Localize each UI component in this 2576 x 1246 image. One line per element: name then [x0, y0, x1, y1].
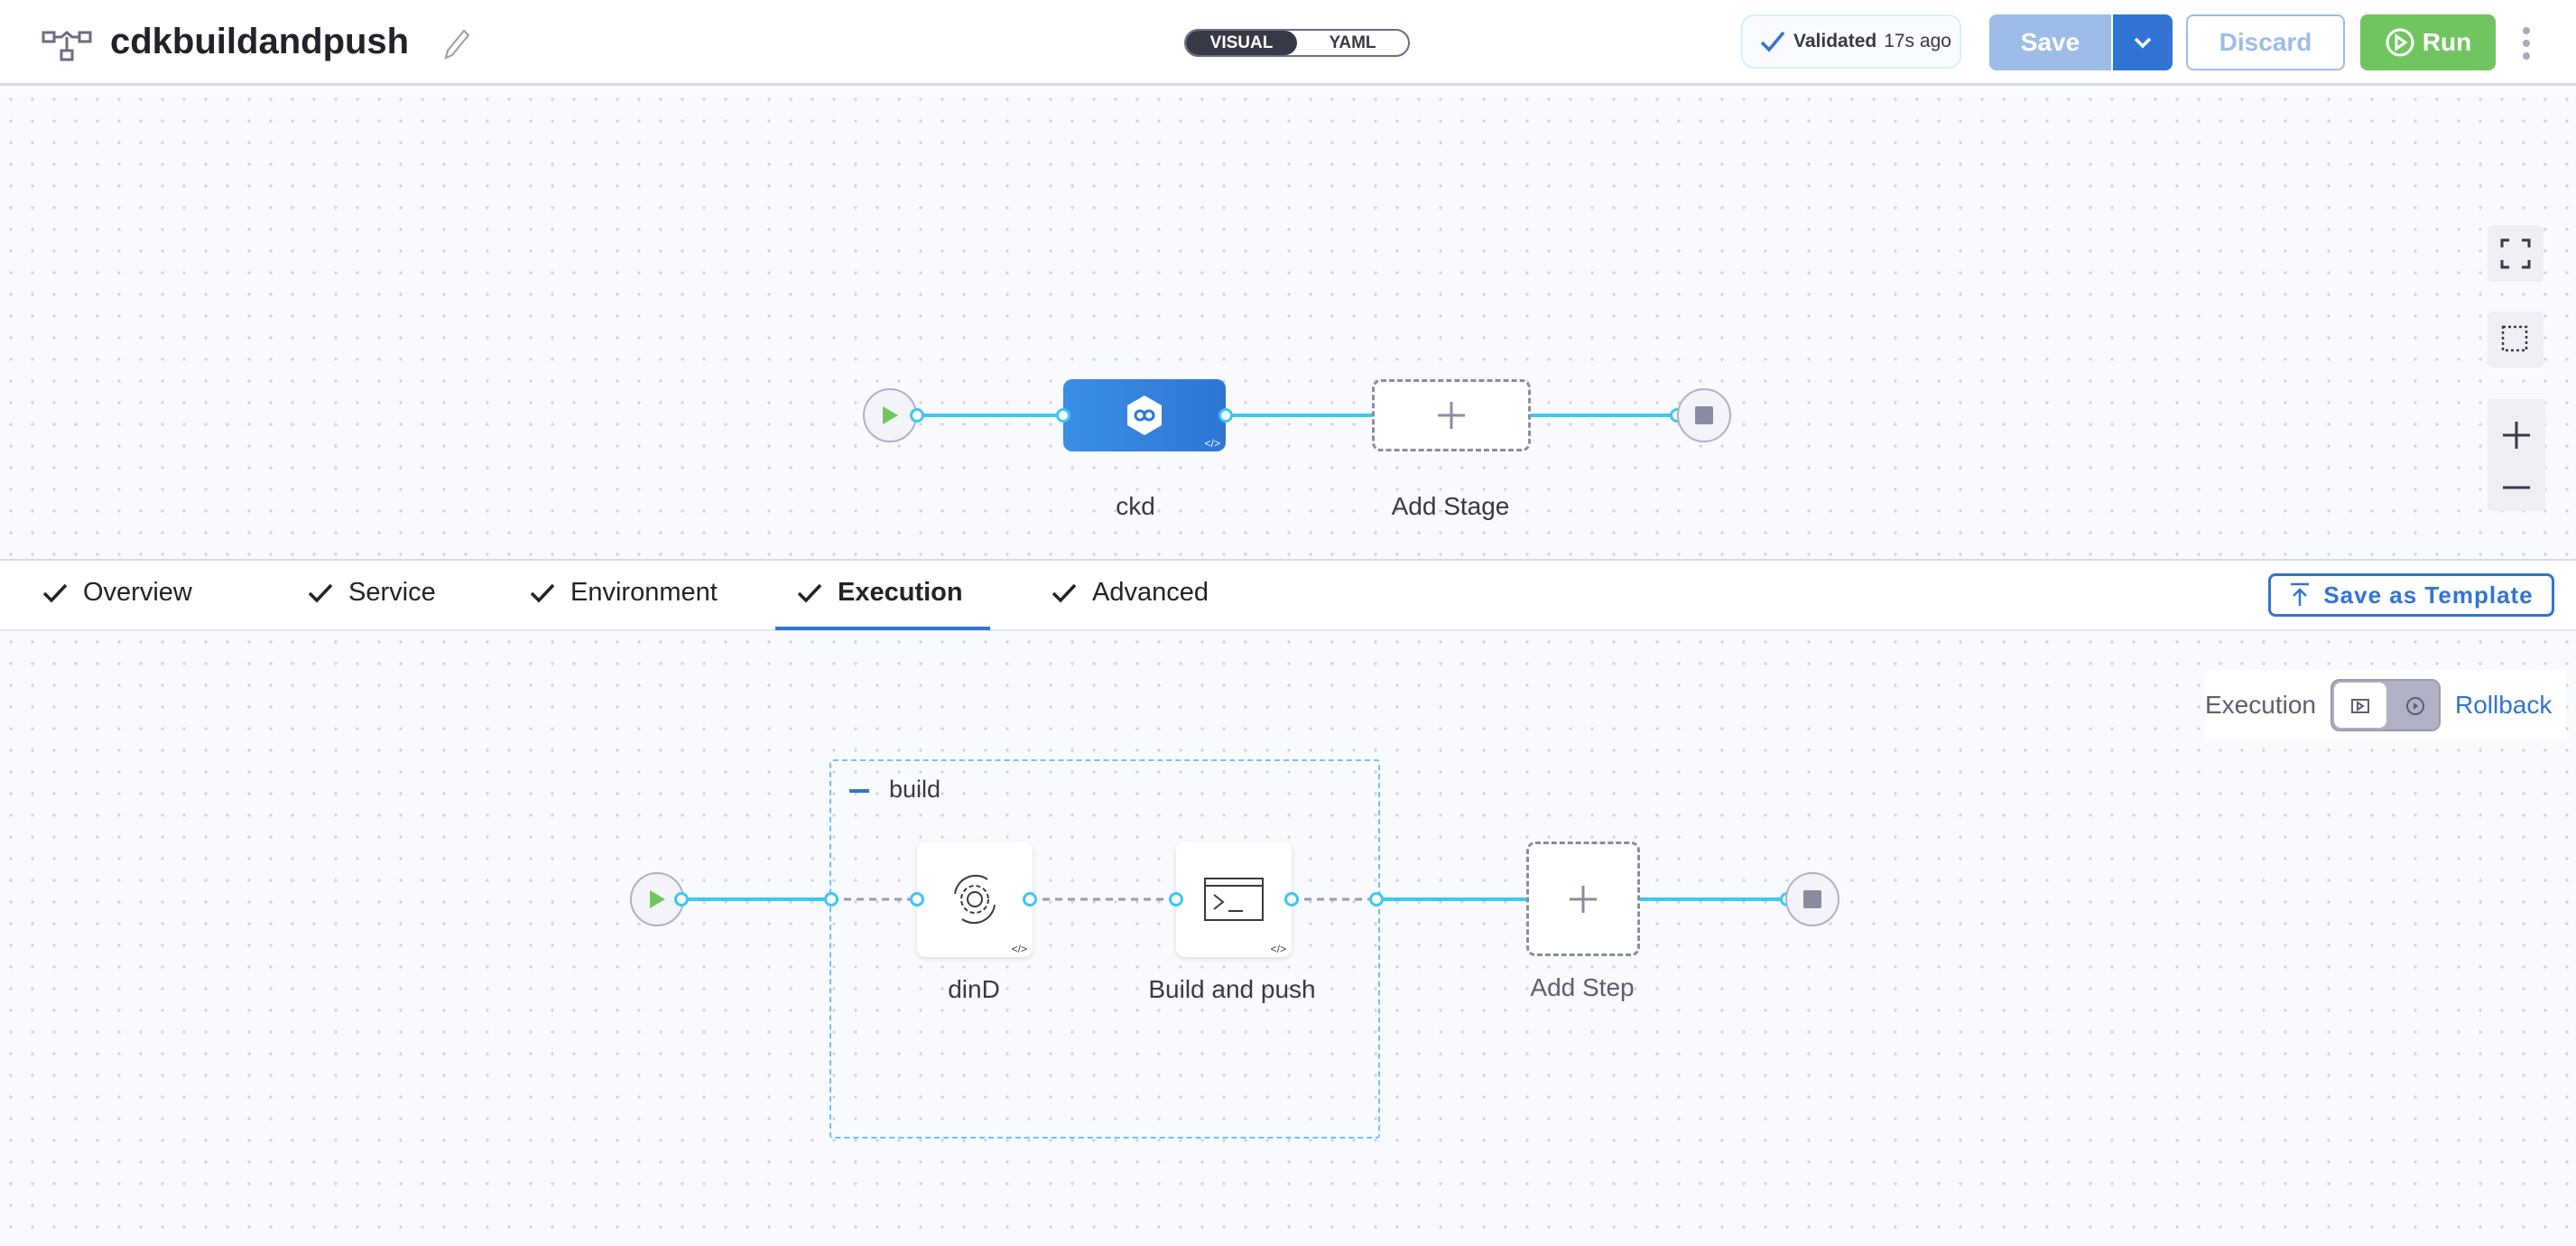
save-options-dropdown[interactable] — [2111, 14, 2173, 70]
code-icon: </> — [1270, 943, 1286, 955]
run-label: Run — [2422, 28, 2472, 56]
execution-icon — [2350, 699, 2369, 713]
gear-cycle-icon — [954, 874, 996, 925]
play-icon — [883, 406, 898, 424]
tab-label: Environment — [570, 578, 718, 607]
code-icon: </> — [1011, 943, 1027, 955]
plus-icon — [1570, 885, 1597, 913]
tab-environment[interactable]: Environment — [529, 578, 718, 608]
port[interactable] — [1219, 408, 1233, 423]
tab-label: Overview — [83, 578, 192, 607]
rollback-link[interactable]: Rollback — [2454, 691, 2553, 719]
step-node-build-and-push[interactable]: </> — [1176, 842, 1292, 957]
stage-tabs-bar — [0, 559, 2576, 631]
step-label: dinD — [948, 975, 1000, 1003]
select-area-button[interactable] — [2488, 312, 2544, 367]
execution-mode-option[interactable] — [2333, 683, 2386, 728]
stage-node-ckd[interactable]: </> — [1063, 379, 1226, 451]
play-circle-icon — [2386, 28, 2414, 57]
collapse-group-icon[interactable] — [849, 789, 869, 793]
stage-canvas[interactable] — [0, 88, 2576, 559]
stage-edges — [917, 414, 1677, 417]
step-node-dind[interactable]: </> — [917, 842, 1033, 957]
port[interactable] — [910, 892, 924, 907]
group-name: build — [889, 776, 941, 803]
zoom-controls — [2488, 399, 2545, 511]
plus-icon — [1438, 402, 1465, 429]
play-icon — [650, 890, 665, 908]
pipeline-end-node — [1677, 388, 1731, 442]
header: cdkbuildandpush VISUAL YAML Validated 17… — [0, 0, 2576, 86]
more-options-icon[interactable] — [2519, 25, 2534, 61]
tab-label: Service — [348, 578, 436, 607]
validation-status: Validated — [1793, 31, 1877, 51]
step-label: Build and push — [1148, 975, 1316, 1003]
add-stage-label: Add Stage — [1391, 492, 1510, 520]
port[interactable] — [910, 408, 924, 423]
stop-icon — [1695, 406, 1713, 424]
pipeline-title: cdkbuildandpush — [110, 22, 410, 61]
rollback-icon[interactable] — [2405, 695, 2426, 717]
mode-toggle[interactable] — [2330, 679, 2441, 731]
validation-time: 17s ago — [1884, 31, 1951, 51]
expand-icon — [2500, 238, 2531, 269]
terminal-icon — [1204, 878, 1264, 921]
check-icon — [42, 583, 68, 603]
upload-icon — [2291, 582, 2310, 606]
pipeline-icon — [42, 31, 92, 61]
execution-end-node — [1785, 872, 1839, 926]
active-tab-indicator — [775, 627, 990, 630]
run-button[interactable]: Run — [2360, 14, 2496, 70]
check-icon — [308, 583, 333, 603]
port[interactable] — [674, 892, 689, 907]
add-step-button[interactable] — [1526, 842, 1640, 956]
save-button[interactable]: Save — [1989, 14, 2111, 70]
add-stage-button[interactable] — [1372, 379, 1531, 451]
zoom-out-icon[interactable] — [2502, 486, 2531, 489]
validation-badge[interactable]: Validated 17s ago — [1741, 14, 1961, 69]
execution-mode-label: Execution — [2205, 691, 2316, 719]
discard-button[interactable]: Discard — [2186, 14, 2345, 70]
tab-overview[interactable]: Overview — [42, 578, 192, 608]
check-icon — [530, 583, 555, 603]
stop-icon — [1803, 890, 1821, 908]
save-as-template-label: Save as Template — [2323, 581, 2534, 609]
port[interactable] — [1056, 408, 1070, 423]
port[interactable] — [1284, 892, 1299, 907]
step-group-build[interactable] — [829, 759, 1380, 1139]
stage-label: ckd — [1116, 492, 1155, 520]
tab-execution[interactable]: Execution — [796, 578, 963, 608]
save-as-template-button[interactable]: Save as Template — [2268, 573, 2554, 617]
yaml-option[interactable]: YAML — [1329, 33, 1376, 52]
chevron-down-icon — [2134, 37, 2152, 49]
tab-label: Advanced — [1092, 578, 1209, 607]
port[interactable] — [1169, 892, 1183, 907]
tab-advanced[interactable]: Advanced — [1051, 578, 1209, 608]
selection-icon — [2501, 325, 2528, 352]
pipeline-start-node — [863, 388, 917, 442]
check-icon — [1760, 31, 1785, 52]
view-toggle[interactable]: VISUAL YAML — [1184, 29, 1410, 57]
fullscreen-button[interactable] — [2488, 226, 2544, 282]
port[interactable] — [824, 892, 839, 907]
check-icon — [797, 583, 822, 603]
zoom-in-icon[interactable] — [2502, 421, 2531, 450]
tab-label: Execution — [838, 578, 963, 607]
tab-service[interactable]: Service — [307, 578, 436, 608]
code-icon: </> — [1204, 437, 1220, 450]
add-step-label: Add Step — [1530, 973, 1635, 1001]
visual-option[interactable]: VISUAL — [1186, 31, 1297, 55]
port[interactable] — [1023, 892, 1037, 907]
check-icon — [1052, 583, 1077, 603]
execution-rollback-switch: Execution Rollback — [2205, 670, 2566, 740]
deploy-stage-icon — [1127, 395, 1162, 435]
edit-pencil-icon[interactable] — [440, 27, 471, 61]
port[interactable] — [1369, 892, 1384, 907]
